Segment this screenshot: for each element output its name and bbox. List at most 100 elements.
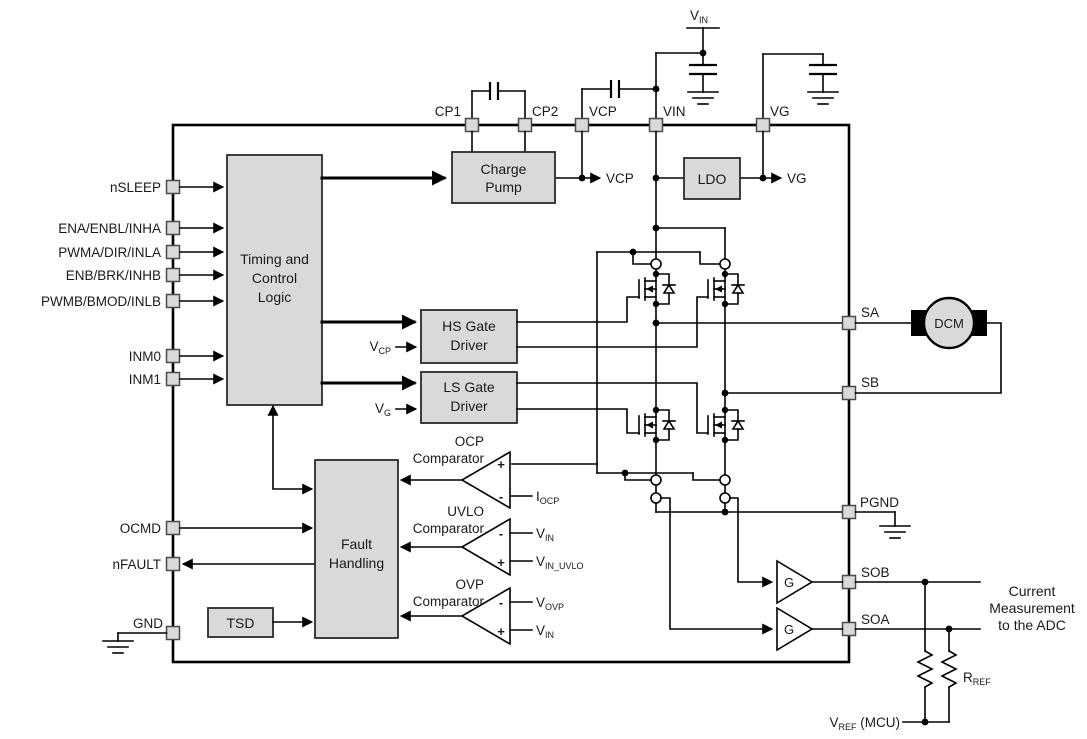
charge-pump-block: Charge Pump — [451, 151, 556, 204]
motor-brush-left — [911, 310, 926, 336]
pin-sb-label: SB — [861, 375, 879, 390]
ovp-title-1: OVP — [455, 577, 484, 592]
g-amp-sob-label: G — [784, 575, 794, 590]
ground-symbol — [687, 91, 719, 105]
top-supply-wiring: VIN — [471, 8, 839, 120]
ovp-plus-sign: + — [497, 624, 505, 639]
pin-ena — [165, 220, 181, 236]
pin-sob-label: SOB — [861, 565, 890, 580]
pin-vcp — [574, 117, 590, 133]
hs-driver-label-2: Driver — [450, 337, 488, 353]
gate-drive-wiring — [516, 296, 709, 434]
charge-pump-label-1: Charge — [481, 161, 527, 177]
external-sense-network: RREF VREF (MCU) Current Measurement to t… — [829, 578, 1075, 732]
left-pins: nSLEEP ENA/ENBL/INHA PWMA/DIR/INLA ENB/B… — [41, 179, 181, 641]
tcl-label-1: Timing and — [240, 251, 309, 267]
ls-gate-driver-block: LS Gate Driver — [420, 371, 518, 424]
fault-label-1: Fault — [341, 536, 372, 552]
mosfet-hs-b — [707, 269, 745, 309]
resistor-rref-2 — [940, 649, 958, 689]
h-bridge — [596, 224, 844, 635]
pin-inm0 — [165, 348, 181, 364]
pin-gnd-label: GND — [133, 616, 163, 631]
adc-note-3: to the ADC — [998, 617, 1066, 633]
timing-control-block: Timing and Control Logic — [226, 154, 323, 406]
right-pins: SA SB PGND SOB SOA — [841, 305, 899, 637]
motor-body — [922, 296, 976, 350]
pin-inm1-label: INM1 — [129, 372, 161, 387]
uvlo-title-1: UVLO — [447, 504, 484, 519]
pin-soa — [841, 621, 857, 637]
tsd-label: TSD — [227, 615, 255, 631]
g-amp-soa-label: G — [784, 622, 794, 637]
pin-vg — [755, 117, 771, 133]
pin-cp1-label: CP1 — [435, 104, 461, 119]
pin-enb — [165, 267, 181, 283]
charge-pump-label-2: Pump — [485, 179, 522, 195]
vcp-output-label: VCP — [606, 171, 634, 186]
pin-cp2-label: CP2 — [532, 104, 558, 119]
fault-handling-block: Fault Handling — [314, 459, 399, 639]
mosfet-ls-a — [638, 405, 676, 445]
input-arrows — [179, 181, 316, 570]
pin-ocmd — [165, 520, 181, 536]
mosfet-ls-b — [707, 405, 745, 445]
ovp-title-2: Comparator — [413, 594, 485, 609]
pin-inm1 — [165, 371, 181, 387]
ls-driver-label-2: Driver — [450, 398, 488, 414]
adc-note-1: Current — [1009, 583, 1056, 599]
ldo-label: LDO — [698, 171, 727, 187]
ocp-minus-sign: - — [499, 489, 503, 504]
internal-supply-wiring: VCP VG — [471, 130, 807, 229]
uvlo-title-2: Comparator — [413, 521, 485, 536]
fault-label-2: Handling — [329, 555, 384, 571]
ocp-plus-sign: + — [497, 457, 505, 472]
vovp-label: VOVP — [536, 595, 564, 612]
pin-pwma — [165, 244, 181, 260]
pgnd-ground — [854, 511, 911, 539]
pin-soa-label: SOA — [861, 612, 890, 627]
pin-cp2 — [517, 117, 533, 133]
mosfet-hs-a — [638, 269, 676, 309]
rref-label: RREF — [963, 670, 991, 687]
top-pins: CP1 CP2 VCP VIN VG — [435, 104, 790, 133]
uvlo-vinuvlo-label: VIN_UVLO — [536, 554, 584, 571]
pin-nfault-label: nFAULT — [112, 557, 161, 572]
ocp-title-1: OCP — [455, 434, 484, 449]
hs-driver-label-1: HS Gate — [442, 318, 496, 334]
pin-sa — [841, 315, 857, 331]
pin-vcp-label: VCP — [589, 104, 617, 119]
ocp-comparator: OCP Comparator + - IOCP — [399, 434, 598, 510]
vg-output-label: VG — [787, 171, 807, 186]
ground-symbol — [807, 91, 839, 105]
tcl-label-2: Control — [252, 270, 297, 286]
pin-vg-label: VG — [770, 104, 790, 119]
pin-pwmb-label: PWMB/BMOD/INLB — [41, 294, 161, 309]
pin-sb — [841, 385, 857, 401]
ldo-block: LDO — [683, 157, 741, 200]
pin-ena-label: ENA/ENBL/INHA — [58, 221, 161, 236]
pin-sob — [841, 574, 857, 590]
uvlo-plus-sign: + — [497, 555, 505, 570]
vin-supply-label: VIN — [690, 8, 708, 25]
iocp-label: IOCP — [536, 489, 559, 506]
uvlo-minus-sign: - — [499, 526, 503, 541]
pin-pwma-label: PWMA/DIR/INLA — [58, 245, 161, 260]
adc-note-2: Measurement — [989, 600, 1075, 616]
sense-amps: G G — [776, 559, 844, 652]
ovp-comparator: OVP Comparator - + VOVP VIN — [399, 577, 564, 646]
ovp-vin-label: VIN — [536, 623, 554, 640]
pin-enb-label: ENB/BRK/INHB — [66, 268, 161, 283]
ground-symbol — [102, 640, 134, 654]
ovp-minus-sign: - — [499, 595, 503, 610]
pin-pgnd — [841, 504, 857, 520]
pin-vin-label: VIN — [663, 104, 686, 119]
pin-pgnd-label: PGND — [860, 495, 899, 510]
pin-cp1 — [464, 117, 480, 133]
pin-vin — [648, 117, 664, 133]
control-arrows: VCP VG — [267, 170, 447, 628]
pin-nsleep — [165, 179, 181, 195]
uvlo-vin-label: VIN — [536, 526, 554, 543]
resistor-rref-1 — [916, 649, 934, 689]
